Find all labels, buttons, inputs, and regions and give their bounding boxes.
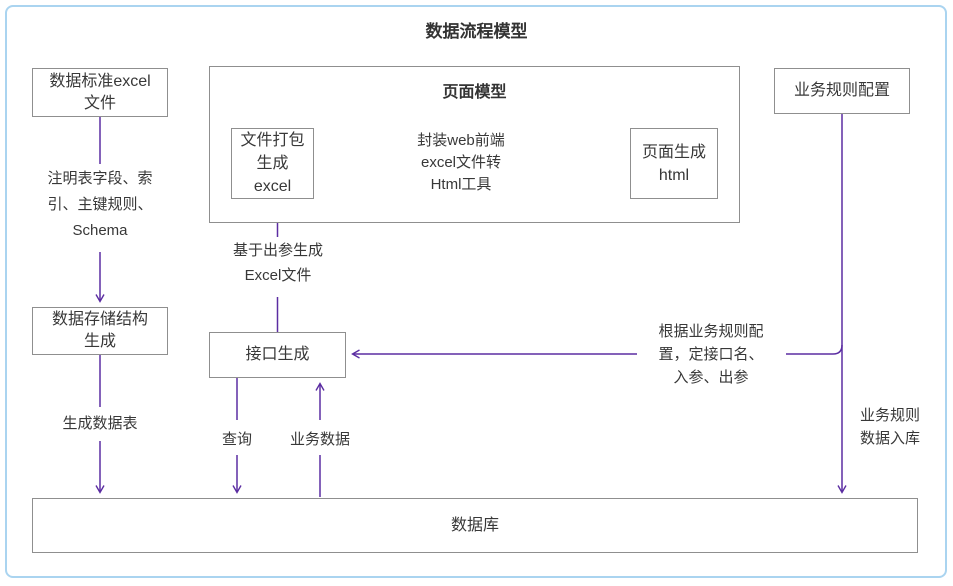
node-page-gen-html: 页面生成 html [630, 128, 718, 199]
edge-label-excel-from-out: 基于出参生成 Excel文件 [232, 242, 323, 284]
node-api-gen: 接口生成 [209, 332, 346, 378]
group-page-model-title: 页面模型 [442, 84, 507, 101]
node-biz-rule-config: 业务规则配置 [774, 68, 910, 114]
edge-label-gen-table: 生成数据表 [62, 415, 138, 432]
node-storage-structure-gen: 数据存储结构 生成 [32, 307, 168, 355]
edge-label-rule-store: 业务规则 数据入库 [859, 407, 920, 447]
edge-label-wrap-tool: 封装web前端 excel文件转 Html工具 [417, 132, 505, 193]
edge-label-query: 查询 [221, 431, 252, 448]
edge-label-rule-to-api: 根据业务规则配 置，定接口名、 入参、出参 [658, 323, 764, 386]
diagram-title: 数据流程模型 [425, 22, 528, 41]
node-data-standard-excel: 数据标准excel 文件 [32, 68, 168, 117]
edge-label-note-fields: 注明表字段、索 引、主键规则、 Schema [47, 170, 153, 239]
node-database: 数据库 [32, 498, 918, 553]
edge-label-biz-data: 业务数据 [289, 431, 350, 448]
node-file-pack-excel: 文件打包 生成 excel [231, 128, 314, 199]
